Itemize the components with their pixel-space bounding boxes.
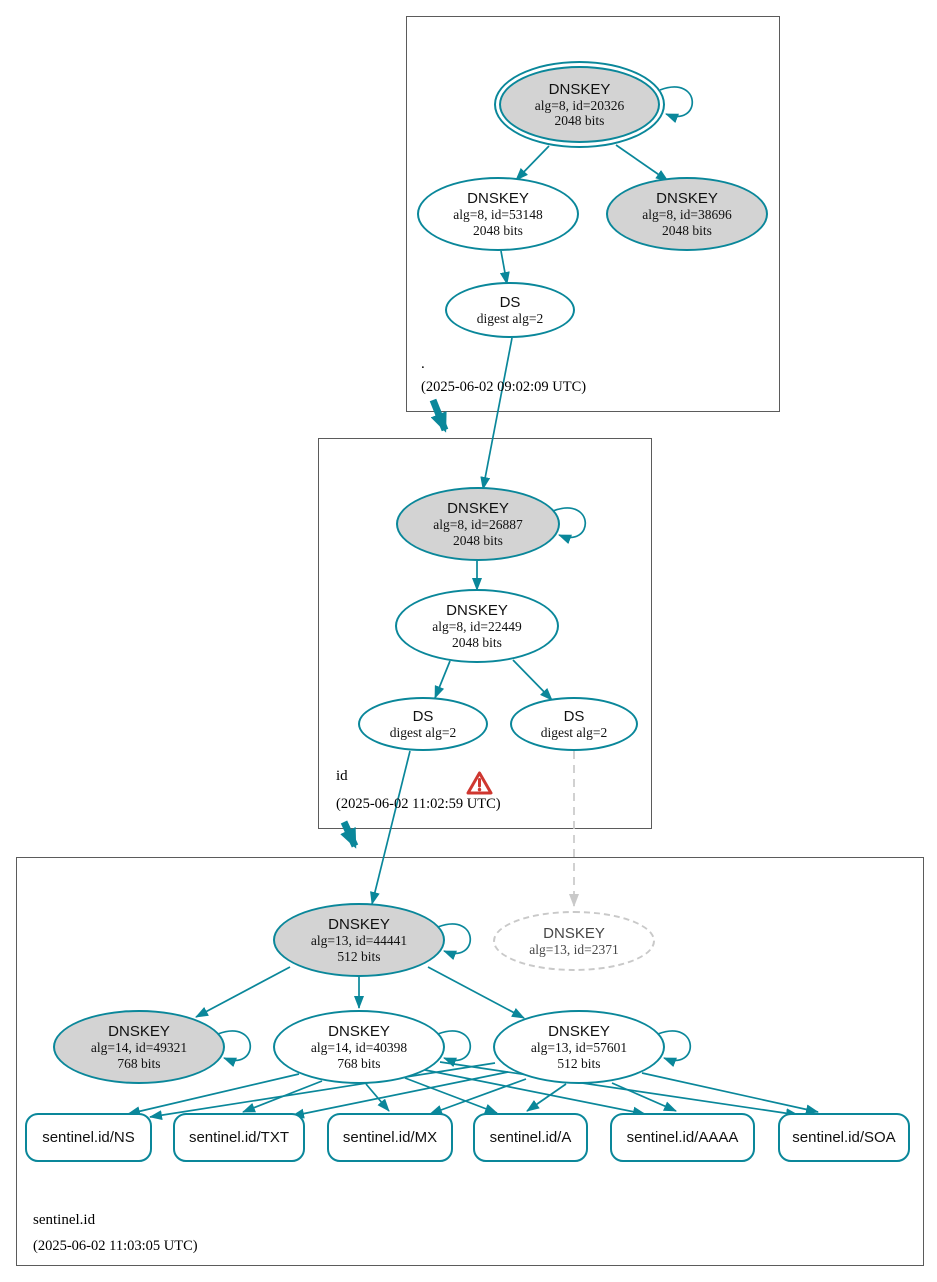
edge-id-ds-to-sentinel-ksk xyxy=(370,750,411,905)
node-bits: 2048 bits xyxy=(554,113,605,128)
node-title: DS xyxy=(499,293,521,311)
dnskey-root-ksk-20326[interactable]: DNSKEY alg=8, id=20326 2048 bits xyxy=(494,61,665,148)
dnskey-root-zsk-53148[interactable]: DNSKEY alg=8, id=53148 2048 bits xyxy=(417,177,579,251)
node-title: DNSKEY xyxy=(446,602,508,619)
ds-root[interactable]: DS digest alg=2 xyxy=(445,282,575,338)
zone-name-id: id xyxy=(336,768,348,784)
node-detail: digest alg=2 xyxy=(476,310,544,326)
edge-zsk40398-to-mx xyxy=(365,1083,390,1112)
selfloop-id-ksk xyxy=(552,507,587,544)
delegation-arrow-id-to-sentinel xyxy=(340,820,359,849)
node-bits: 2048 bits xyxy=(452,634,502,650)
node-detail: alg=14, id=49321 xyxy=(90,1040,188,1055)
zone-timestamp-sentinel: (2025-06-02 11:03:05 UTC) xyxy=(33,1238,198,1254)
node-title: DNSKEY xyxy=(467,190,529,207)
edge-root-ksk-to-key38696 xyxy=(615,144,669,182)
edge-zsk57601-to-txt xyxy=(291,1071,509,1119)
zone-name-sentinel: sentinel.id xyxy=(33,1212,96,1228)
zone-name-root: . xyxy=(421,356,425,372)
node-title: DNSKEY xyxy=(328,916,390,933)
rrset-sentinel-aaaa[interactable]: sentinel.id/AAAA xyxy=(610,1113,755,1162)
node-bits: 512 bits xyxy=(557,1055,601,1071)
dnskey-sentinel-49321[interactable]: DNSKEY alg=14, id=49321 768 bits xyxy=(53,1010,225,1084)
node-detail: alg=8, id=53148 xyxy=(453,207,543,222)
selfloop-key49321 xyxy=(217,1030,252,1067)
node-detail: alg=14, id=40398 xyxy=(310,1040,408,1055)
dnskey-sentinel-ksk-44441[interactable]: DNSKEY alg=13, id=44441 512 bits xyxy=(273,903,445,977)
node-detail: digest alg=2 xyxy=(540,724,608,740)
warning-triangle-icon[interactable] xyxy=(466,771,493,800)
dnskey-id-zsk-22449[interactable]: DNSKEY alg=8, id=22449 2048 bits xyxy=(395,589,559,663)
selfloop-zsk40398 xyxy=(437,1030,472,1067)
edge-zsk22449-to-ds-left xyxy=(434,660,451,699)
edge-zsk40398-to-aaaa xyxy=(424,1069,646,1117)
edge-ksk44441-to-zsk57601 xyxy=(427,966,525,1019)
node-title: DNSKEY xyxy=(543,924,605,942)
node-bits: 768 bits xyxy=(117,1055,161,1071)
node-title: DNSKEY xyxy=(328,1023,390,1040)
edge-root-ksk-to-zsk53148 xyxy=(515,145,550,181)
ds-id-left[interactable]: DS digest alg=2 xyxy=(358,697,488,751)
edge-zsk22449-to-ds-right xyxy=(512,659,553,701)
edge-zsk40398-to-soa xyxy=(439,1061,799,1119)
node-detail: alg=8, id=20326 xyxy=(534,97,625,113)
edge-root-ds-to-id-ksk xyxy=(480,337,513,490)
edge-zsk57601-to-a xyxy=(526,1083,567,1112)
node-title: DNSKEY xyxy=(447,500,509,517)
node-bits: 512 bits xyxy=(337,948,381,964)
edge-zsk57601-to-soa xyxy=(641,1072,819,1115)
edge-zsk57601-to-aaaa xyxy=(611,1082,677,1112)
selfloop-root-ksk xyxy=(659,86,694,123)
node-title: DS xyxy=(412,707,434,725)
delegation-arrow-root-to-id xyxy=(429,398,449,433)
zone-timestamp-id: (2025-06-02 11:02:59 UTC) xyxy=(336,796,501,812)
node-title: DNSKEY xyxy=(548,80,611,98)
node-detail: alg=13, id=2371 xyxy=(529,941,619,957)
dnskey-root-38696[interactable]: DNSKEY alg=8, id=38696 2048 bits xyxy=(606,177,768,251)
node-detail: alg=13, id=57601 xyxy=(530,1040,628,1055)
dnskey-sentinel-zsk-40398[interactable]: DNSKEY alg=14, id=40398 768 bits xyxy=(273,1010,445,1084)
node-title: DNSKEY xyxy=(656,190,718,207)
node-detail: digest alg=2 xyxy=(389,724,457,740)
node-bits: 2048 bits xyxy=(453,532,503,548)
selfloop-zsk57601 xyxy=(657,1030,692,1067)
zone-timestamp-root: (2025-06-02 09:02:09 UTC) xyxy=(421,379,587,395)
dnskey-id-ksk-26887[interactable]: DNSKEY alg=8, id=26887 2048 bits xyxy=(396,487,560,561)
node-detail: alg=8, id=38696 xyxy=(642,207,732,222)
ds-id-right[interactable]: DS digest alg=2 xyxy=(510,697,638,751)
selfloop-ksk44441 xyxy=(437,923,472,960)
dnskey-sentinel-missing-2371[interactable]: DNSKEY alg=13, id=2371 xyxy=(493,911,655,971)
edge-zsk57601-to-mx xyxy=(429,1078,527,1115)
node-bits: 768 bits xyxy=(337,1055,381,1071)
node-title: DNSKEY xyxy=(548,1023,610,1040)
node-bits: 2048 bits xyxy=(473,222,523,238)
node-bits: 2048 bits xyxy=(662,222,712,238)
rrset-sentinel-soa[interactable]: sentinel.id/SOA xyxy=(778,1113,910,1162)
edge-zsk53148-to-ds xyxy=(499,250,510,285)
edge-zsk57601-to-ns xyxy=(149,1062,496,1121)
edge-zsk40398-to-ns xyxy=(127,1073,300,1117)
rrset-sentinel-a[interactable]: sentinel.id/A xyxy=(473,1113,588,1162)
node-detail: alg=13, id=44441 xyxy=(310,933,408,948)
rrset-sentinel-txt[interactable]: sentinel.id/TXT xyxy=(173,1113,305,1162)
node-detail: alg=8, id=22449 xyxy=(432,619,522,634)
node-title: DS xyxy=(563,707,585,725)
rrset-sentinel-mx[interactable]: sentinel.id/MX xyxy=(327,1113,453,1162)
edge-zsk40398-to-a xyxy=(404,1077,498,1114)
dnskey-sentinel-zsk-57601[interactable]: DNSKEY alg=13, id=57601 512 bits xyxy=(493,1010,665,1084)
node-title: DNSKEY xyxy=(108,1023,170,1040)
edge-ksk44441-to-key49321 xyxy=(195,966,291,1018)
node-detail: alg=8, id=26887 xyxy=(433,517,523,532)
rrset-sentinel-ns[interactable]: sentinel.id/NS xyxy=(25,1113,152,1162)
